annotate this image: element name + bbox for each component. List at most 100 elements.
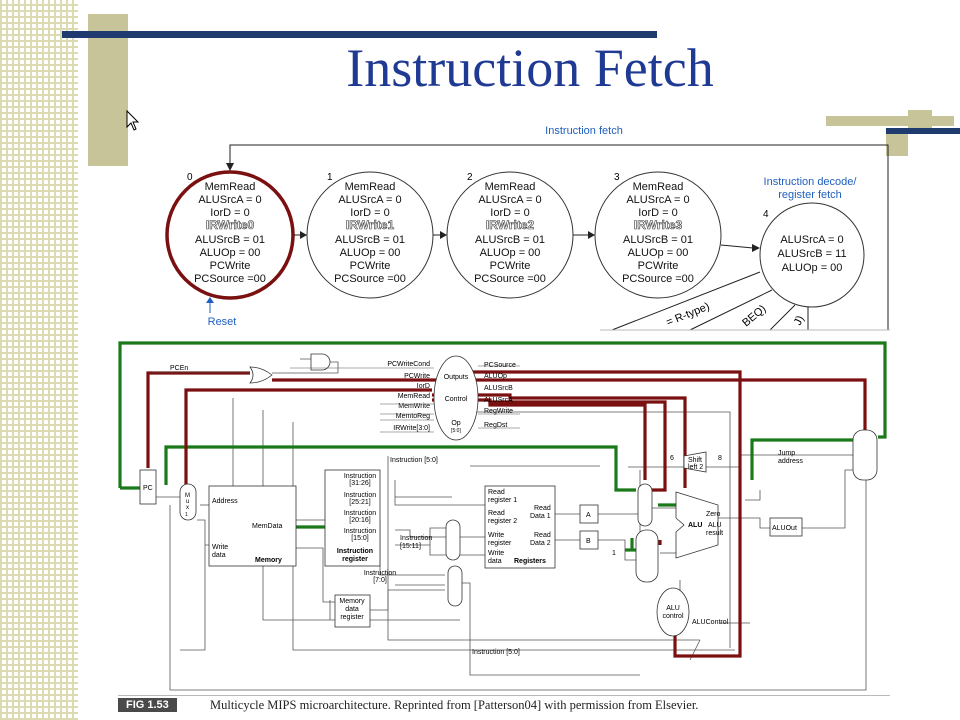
signal-label: ALUSrcB — [484, 385, 513, 392]
signal-label: ALUSrcA — [484, 397, 513, 404]
signal-label: PCWriteCond — [387, 361, 430, 368]
aluout-register — [769, 517, 803, 537]
navy-bar-right — [886, 128, 960, 134]
alu-label: ALU — [708, 522, 722, 529]
ir-label: Instruction — [337, 548, 373, 555]
state-3-text: MemRead ALUSrcA = 0 IorD = 0 IRWrite3 AL… — [622, 181, 694, 285]
memory-data-label: data — [212, 552, 226, 559]
register-b — [579, 530, 599, 550]
state-text: PCWrite — [490, 260, 531, 272]
control-wires — [156, 398, 867, 691]
alu-zero-label: Zero — [706, 511, 721, 518]
state-3-number: 3 — [614, 172, 620, 183]
mux-letter: u — [186, 499, 189, 505]
arrowhead-2-3 — [588, 231, 595, 239]
instruction-register — [324, 469, 381, 567]
register-b-label: B — [586, 538, 591, 545]
bits-8-label: 8 — [718, 455, 722, 462]
signal-label: IorD — [417, 383, 430, 390]
regfile-label: Read — [488, 489, 505, 496]
state-2-number: 2 — [467, 172, 473, 183]
mdr-label: Memory — [339, 598, 365, 605]
reset-arrowhead — [206, 297, 214, 303]
state-1-number: 1 — [327, 172, 333, 183]
arrowhead-0-1 — [300, 231, 307, 239]
branch-line — [611, 271, 761, 331]
pcen-label: PCEn — [170, 365, 188, 372]
state-text: MemRead — [633, 181, 684, 193]
mux-pcsource — [852, 429, 878, 481]
ir-label: register — [342, 556, 368, 563]
instruction-15-11-bits: [15:11] — [400, 543, 421, 550]
state-text: PCWrite — [638, 260, 679, 272]
mux-letter: 1 — [185, 512, 188, 518]
signal-label: RegDst — [484, 422, 507, 429]
state-4-text: ALUSrcA = 0 ALUSrcB = 11 ALUOp = 00 — [777, 234, 846, 274]
jump-label: address — [778, 458, 803, 465]
register-a — [579, 504, 599, 524]
slide-title: Instruction Fetch — [346, 38, 714, 98]
pcen-wire — [272, 358, 339, 374]
state-text: ALUOp = 00 — [628, 247, 689, 259]
arrowhead-1-2 — [440, 231, 447, 239]
state-text: ALUSrcB = 01 — [475, 234, 545, 246]
ir-label: [7:0] — [373, 577, 387, 584]
state-text-irwrite: IRWrite3 — [634, 218, 683, 232]
left-pattern-decoration — [0, 0, 78, 720]
state-text: ALUSrcB = 11 — [777, 248, 846, 260]
arrowhead-3-4 — [752, 244, 760, 252]
signal-label: MemtoReg — [396, 413, 430, 420]
shift-left-2 — [683, 451, 707, 473]
bits-6-label: 6 — [670, 455, 674, 462]
fsm-loop-line — [229, 144, 889, 330]
and-gate — [310, 353, 331, 371]
state-text: PCWrite — [350, 260, 391, 272]
ir-label: [31:26] — [349, 480, 370, 487]
mouse-cursor-icon — [126, 110, 140, 131]
shift-label: left 2 — [688, 464, 703, 471]
ir-label: Instruction — [364, 570, 396, 577]
memory-block — [208, 485, 297, 567]
regfile-name: Registers — [514, 558, 546, 565]
memory-name-label: Memory — [255, 557, 282, 564]
regfile-label: data — [488, 558, 502, 565]
branch-label-beq: BEQ) — [740, 303, 768, 329]
decode-label-2: register fetch — [778, 189, 842, 201]
mdr-label: register — [340, 614, 364, 621]
state-text: ALUSrcA = 0 — [626, 194, 689, 206]
signal-label: MemRead — [398, 393, 430, 400]
ir-label: Instruction — [344, 528, 376, 535]
ir-label: [15:0] — [351, 535, 369, 542]
regfile-label: Data 1 — [530, 513, 551, 520]
figure-number: FIG 1.53 — [118, 698, 177, 712]
alu-control-out-label: ALUControl — [692, 619, 729, 626]
ir-label: Instruction — [344, 492, 376, 499]
memory-write-label: Write — [212, 544, 228, 551]
ir-label: [20:16] — [349, 517, 370, 524]
regfile-label: Write — [488, 550, 504, 557]
signal-label: RegWrite — [484, 408, 513, 415]
state-text: MemRead — [485, 181, 536, 193]
branch-label-rtype: = R-type) — [665, 301, 712, 329]
alu-control-box-label: control — [662, 613, 683, 620]
regfile-label: Read — [534, 532, 551, 539]
control-label: Control — [445, 396, 468, 403]
control-signals-left: PCWriteCond PCWrite IorD MemRead MemWrit… — [387, 361, 430, 432]
control-unit — [433, 355, 479, 441]
state-text-irwrite: IRWrite0 — [206, 218, 255, 232]
state-4-number: 4 — [763, 209, 769, 220]
mux-letter: M — [185, 493, 190, 499]
state-text: ALUOp = 00 — [340, 247, 401, 259]
state-text-irwrite: IRWrite2 — [486, 218, 535, 232]
fsm-loop-arrowhead — [226, 163, 234, 171]
const-one-label: 1 — [612, 550, 616, 557]
state-text: ALUOp = 00 — [782, 262, 843, 274]
signal-label: IRWrite[3:0] — [393, 425, 430, 432]
aluout-label: ALUOut — [772, 525, 797, 532]
state-text: IorD = 0 — [210, 207, 249, 219]
pc-register — [139, 469, 157, 505]
regfile-label: register 2 — [488, 518, 517, 525]
signal-label: PCSource — [484, 362, 516, 369]
navy-bar-top — [62, 31, 657, 38]
